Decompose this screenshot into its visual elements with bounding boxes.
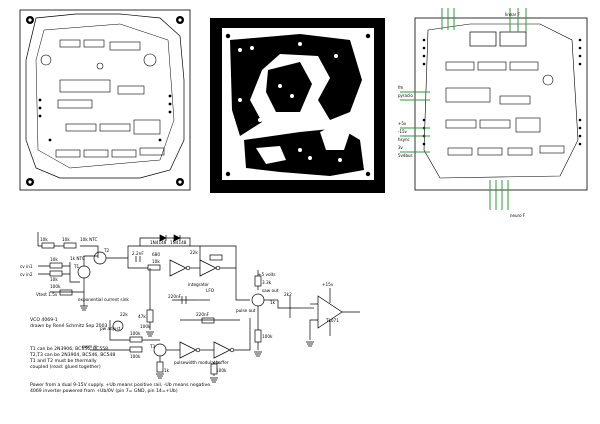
label-r-1k: 1k	[270, 300, 276, 305]
note-t1: T1 can be 2N3906, BC556, BC558	[30, 347, 109, 352]
pcb3-label-bottom: neuro F	[510, 213, 526, 218]
label-lfo: LFO	[206, 288, 215, 293]
note-glued: coupled (read: glued together)	[30, 365, 101, 370]
label-tl071: TL071	[325, 318, 339, 323]
label-r-100k-b: 100k	[130, 354, 141, 359]
label-r-100k-e: 100k	[262, 334, 273, 339]
pcb3-label-top: linear F	[505, 12, 521, 17]
label-r-100k-c: 100k	[140, 324, 151, 329]
pcb3-label-left5: hsync	[398, 137, 410, 142]
pcb3-label-left3: +5v	[398, 121, 407, 126]
label-r-47k: 47k	[138, 314, 146, 319]
label-t1: T1	[73, 264, 80, 269]
label-r-1k-b: 1k	[164, 368, 170, 373]
label-vdd: +5 volts	[258, 272, 276, 277]
note-author: drawn by René Schmitz Sep 2003	[30, 324, 108, 329]
label-cap-220: 220nF	[168, 294, 182, 299]
label-t3: T3	[149, 344, 156, 349]
label-r-33k: 3.3k	[262, 280, 272, 285]
label-vtest: Vtest 1.5v	[36, 292, 58, 297]
pcb3-label-left4: -15v	[398, 129, 408, 134]
note-title: VCO 4069-1	[30, 318, 58, 323]
note-inverter: 4069 inverter powered from +Ub/0V (pin 7…	[30, 389, 178, 394]
note-t2t3: T2,T3 can be 2N3904, BC546, BC548	[30, 353, 116, 358]
label-r-in2: 10k	[50, 277, 58, 282]
label-r-100k-d: 100k	[216, 368, 227, 373]
pcb-board-1	[19, 9, 191, 191]
label-integrator: integrator	[188, 282, 209, 287]
label-r-100k: 100k	[130, 331, 141, 336]
label-r-2k2: 2k2	[284, 292, 292, 297]
label-r2: 10k	[62, 237, 70, 242]
pcb3-label-left1: fm	[398, 85, 403, 90]
label-pwm-in: pwm in	[82, 344, 98, 349]
label-diode1: 1N4148	[150, 240, 167, 245]
label-r22k: 22k	[190, 250, 198, 255]
label-pw-adjust: pw adjust	[100, 326, 121, 331]
pcb3-label-left6: 3v	[398, 145, 404, 150]
label-r-in1: 10k	[50, 257, 58, 262]
label-r1: 10k	[40, 237, 48, 242]
label-cv-in1: cv in1	[20, 264, 33, 269]
label-ntc2: 1k NTC	[70, 256, 85, 261]
label-c-220pf: 220nF	[196, 312, 210, 317]
pcb-board-2	[210, 18, 385, 193]
pcb3-label-left7: 5vdbus	[398, 153, 413, 158]
label-pw-mod: pulsewidth modulator	[174, 360, 220, 365]
label-pulse-out: pulse out	[236, 308, 256, 313]
label-r-22k-b: 22k	[120, 312, 128, 317]
label-r-int: 10k	[152, 259, 160, 264]
schematic	[37, 232, 360, 383]
label-cap1: 2.2nF	[132, 251, 144, 256]
label-vcc: +15v	[322, 282, 334, 287]
label-r-in3: 100k	[50, 284, 61, 289]
label-cv-in2: cv in2	[20, 272, 33, 277]
label-buffer: buffer	[216, 360, 229, 365]
label-t2: T2	[103, 248, 110, 253]
note-thermal: T1 and T2 must be thermally	[30, 359, 97, 364]
label-exp-sink: exponential current sink	[78, 297, 129, 302]
pcb-board-3: linear F fm pyraclo +5v -15v hsync 3v 5v…	[398, 8, 588, 218]
note-power: Power from a dual 9-15V supply. +Ub mean…	[30, 383, 212, 388]
label-ntc1: 10k NTC	[80, 237, 98, 242]
label-res-m: 680	[152, 252, 160, 257]
pcb3-label-left2: pyraclo	[398, 93, 413, 98]
label-saw-out: saw out	[262, 288, 279, 293]
label-diode2: 1N4148	[170, 240, 187, 245]
